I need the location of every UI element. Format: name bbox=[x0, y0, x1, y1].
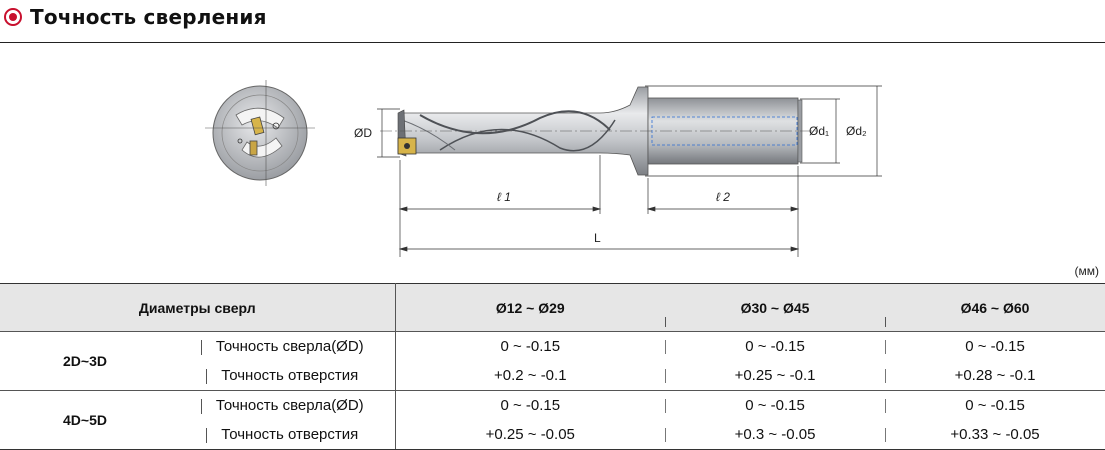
header-col: Ø30 ~ Ø45 bbox=[665, 283, 886, 332]
section-header: Точность сверления bbox=[2, 0, 1105, 34]
header-col: Ø12 ~ Ø29 bbox=[395, 283, 666, 332]
drill-diagram: ØD Ød₁ Ød₂ ℓ 1 ℓ 2 L bbox=[205, 80, 882, 257]
table-cell: +0.25 ~ -0.05 bbox=[395, 420, 666, 450]
table-cell: 0 ~ -0.15 bbox=[665, 332, 885, 362]
label-l2: ℓ 2 bbox=[716, 190, 730, 204]
table-row: 2D~3D Точность сверла(ØD) 0 ~ -0.15 0 ~ … bbox=[0, 331, 1105, 391]
label-d1: Ød₁ bbox=[809, 124, 829, 138]
table-row: Точность отверстия +0.25 ~ -0.05 +0.3 ~ … bbox=[0, 420, 1105, 450]
unit-label: (мм) bbox=[1074, 264, 1100, 278]
accuracy-table: Диаметры сверл Ø12 ~ Ø29 Ø30 ~ Ø45 Ø46 ~… bbox=[0, 283, 1105, 450]
row-label: Точность сверла(ØD) bbox=[170, 390, 396, 420]
table-cell: +0.33 ~ -0.05 bbox=[885, 420, 1105, 450]
table-cell: +0.25 ~ -0.1 bbox=[665, 361, 886, 391]
table-cell: 0 ~ -0.15 bbox=[665, 391, 885, 421]
label-l1: ℓ 1 bbox=[497, 190, 511, 204]
table-row: 4D~5D Точность сверла(ØD) 0 ~ -0.15 0 ~ … bbox=[0, 390, 1105, 450]
drill-end-view bbox=[205, 80, 315, 186]
table-header-row: Диаметры сверл Ø12 ~ Ø29 Ø30 ~ Ø45 Ø46 ~… bbox=[0, 283, 1105, 332]
row-label: Точность отверстия bbox=[170, 361, 396, 391]
label-d: ØD bbox=[354, 126, 372, 140]
table-cell: +0.2 ~ -0.1 bbox=[395, 361, 666, 391]
group-name: 4D~5D bbox=[0, 390, 170, 450]
table-cell: 0 ~ -0.15 bbox=[500, 338, 561, 355]
row-label: Точность отверстия bbox=[170, 420, 396, 450]
drill-side-view bbox=[380, 86, 820, 176]
table-cell: +0.3 ~ -0.05 bbox=[665, 420, 886, 450]
table-cell: +0.28 ~ -0.1 bbox=[885, 361, 1105, 391]
target-bullet-icon bbox=[4, 8, 22, 26]
table-cell: 0 ~ -0.15 bbox=[885, 332, 1105, 362]
header-label: Диаметры сверл bbox=[0, 283, 396, 332]
label-L: L bbox=[594, 231, 601, 245]
row-label: Точность сверла(ØD) bbox=[170, 331, 396, 361]
group-name: 2D~3D bbox=[0, 331, 170, 391]
title-divider bbox=[0, 42, 1105, 43]
page-title: Точность сверления bbox=[30, 5, 267, 29]
dimension-lines bbox=[377, 85, 882, 257]
table-row: Точность отверстия +0.2 ~ -0.1 +0.25 ~ -… bbox=[0, 361, 1105, 391]
label-d2: Ød₂ bbox=[846, 124, 867, 138]
table-cell: 0 ~ -0.15 bbox=[885, 391, 1105, 421]
header-col: Ø46 ~ Ø60 bbox=[885, 283, 1105, 332]
table-cell: 0 ~ -0.15 bbox=[500, 397, 561, 414]
